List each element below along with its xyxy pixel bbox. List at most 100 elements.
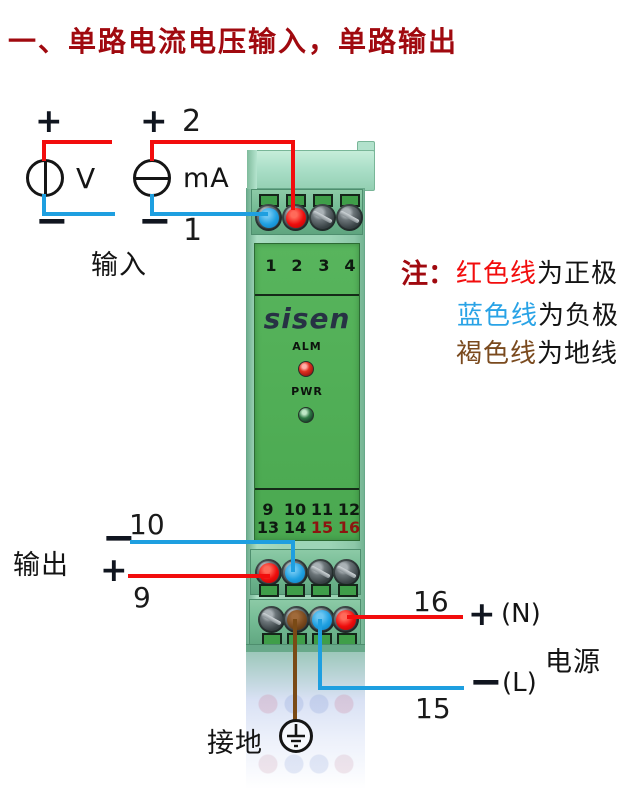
current-source-symbol [133,159,171,197]
alarm-led-label: ALM [292,340,322,353]
voltage-plus-sign: + [35,101,63,140]
output-negative-wire-drop-to-terminal-10 [291,540,295,572]
power-terminal-16-label: 16 [413,585,449,618]
terminal-12-screw [333,559,360,586]
voltage-minus-sign: − [35,198,69,244]
power-led-label: PWR [291,385,323,398]
module-cap-ridge [247,150,257,189]
panel-divider [255,488,359,490]
module-reflection [246,652,365,788]
note-red-wire-meaning: 为正极 [537,259,619,289]
panel-terminal-number: 16 [337,518,361,537]
input-label: 输入 [91,250,147,281]
panel-terminal-number: 14 [283,518,307,537]
note-prefix: 注： [401,259,455,289]
panel-terminal-number: 1 [265,256,277,275]
panel-terminal-number: 10 [283,500,307,519]
voltage-positive-wire-horizontal [42,140,112,144]
terminal-1-screw [255,204,282,231]
terminal-slot [311,584,331,597]
panel-terminal-number: 13 [256,518,280,537]
terminal-3-screw [309,204,336,231]
panel-terminal-number: 3 [318,256,330,275]
input-terminal-2-label: 2 [182,104,202,139]
current-minus-sign: − [138,198,172,244]
current-plus-sign: + [140,101,168,140]
ground-wire-from-terminal-14 [293,619,297,721]
current-positive-wire-drop-to-terminal-2 [291,140,295,210]
terminal-9-screw [255,559,282,586]
output-positive-wire-to-terminal-9 [128,574,270,578]
voltage-source-symbol [26,159,64,197]
current-positive-wire-vertical [150,140,154,161]
voltage-negative-wire-vertical [42,194,46,216]
bottom-terminal-block [249,599,361,648]
note-brown-wire-text: 褐色线 [456,339,538,369]
power-negative-wire-drop-from-terminal-15 [318,619,322,690]
panel-terminal-number: 11 [310,500,334,519]
module-top-cap [247,150,375,191]
output-plus-sign: + [100,550,128,589]
terminal-2-screw [282,204,309,231]
terminal-1-blue-wire-dot [258,207,279,228]
voltage-negative-wire-horizontal [42,212,115,216]
voltage-source-label: V [76,162,97,195]
ground-label: 接地 [207,728,263,759]
terminal-13-screw [258,606,285,633]
note-brown-wire-meaning: 为地线 [537,339,619,369]
current-positive-wire-horizontal [150,140,295,144]
input-terminal-1-label: 1 [183,213,203,248]
power-terminal-15-label: 15 [415,692,451,725]
note-line-blue: 蓝色线为负极 [457,295,619,332]
terminal-16-screw [332,606,359,633]
output-label: 输出 [13,550,69,581]
output-terminal-10-label: 10 [129,508,165,541]
terminal-slot [285,584,305,597]
current-source-bar [135,176,169,180]
current-negative-wire-vertical [150,194,154,216]
power-minus-sign: − [469,659,503,705]
terminal-2-red-wire-dot [285,207,306,228]
alarm-led [298,361,314,377]
note-blue-wire-text: 蓝色线 [457,301,539,331]
power-negative-wire-horizontal [318,686,464,690]
current-negative-wire-to-terminal-1 [150,212,268,216]
page-title: 一、单路电流电压输入，单路输出 [8,27,459,58]
current-source-label: mA [183,163,230,194]
mid-terminal-block [250,549,361,597]
terminal-slot [338,584,358,597]
power-positive-wire-from-terminal-16 [347,615,463,619]
terminal-16-red-wire-dot [335,609,356,630]
power-label: 电源 [545,647,601,678]
terminal-9-red-wire-dot [258,562,279,583]
panel-terminal-number: 15 [310,518,334,537]
top-terminal-block [251,189,363,235]
earth-ground-icon [287,724,305,748]
module-label-panel: 1 2 3 4 sisen ALM PWR 9 10 11 12 13 14 1… [254,243,360,541]
panel-terminal-number: 2 [291,256,303,275]
voltage-source-bar [43,161,47,195]
output-minus-sign: − [102,515,136,561]
power-plus-sign: + [468,594,496,633]
brand-logo: sisen [263,302,351,335]
terminal-10-blue-wire-dot [284,562,305,583]
power-line-label: (L) [502,668,537,698]
note-line-brown: 褐色线为地线 [456,333,618,370]
voltage-positive-wire-vertical [42,140,46,161]
ground-symbol [279,719,313,753]
panel-terminal-number: 9 [262,500,274,519]
output-terminal-9-label: 9 [133,581,151,614]
module-bottom-edge [246,644,365,652]
panel-terminal-number: 4 [344,256,356,275]
note-blue-wire-meaning: 为负极 [538,301,620,331]
terminal-4-screw [336,204,363,231]
panel-divider [255,294,359,296]
power-neutral-label: (N) [501,599,541,629]
terminal-11-screw [307,559,334,586]
panel-terminal-number: 12 [337,500,361,519]
terminal-slot [259,584,279,597]
power-led [298,407,314,423]
note-red-wire-text: 红色线 [456,259,538,289]
output-negative-wire-horizontal [130,540,293,544]
